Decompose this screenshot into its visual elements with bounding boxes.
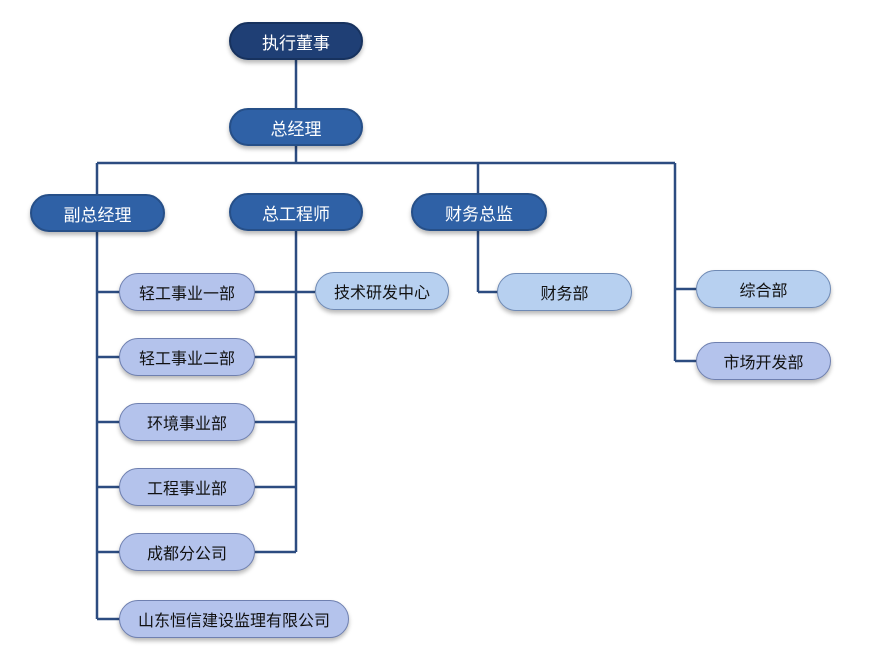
node-engineering-dept: 工程事业部 [119,468,255,506]
node-executive-director: 执行董事 [229,22,363,60]
node-light-industry-dept-1: 轻工事业一部 [119,273,255,311]
node-finance-dept: 财务部 [497,273,632,311]
node-shandong-hengxin-supervision: 山东恒信建设监理有限公司 [119,600,349,638]
node-deputy-general-manager: 副总经理 [30,194,165,232]
node-general-affairs-dept: 综合部 [696,270,831,308]
node-market-development-dept: 市场开发部 [696,342,831,380]
node-light-industry-dept-2: 轻工事业二部 [119,338,255,376]
node-finance-director: 财务总监 [411,193,547,231]
node-environment-dept: 环境事业部 [119,403,255,441]
node-general-manager: 总经理 [229,108,363,146]
node-rd-center: 技术研发中心 [315,272,449,310]
node-chengdu-branch: 成都分公司 [119,533,255,571]
node-chief-engineer: 总工程师 [229,193,363,231]
